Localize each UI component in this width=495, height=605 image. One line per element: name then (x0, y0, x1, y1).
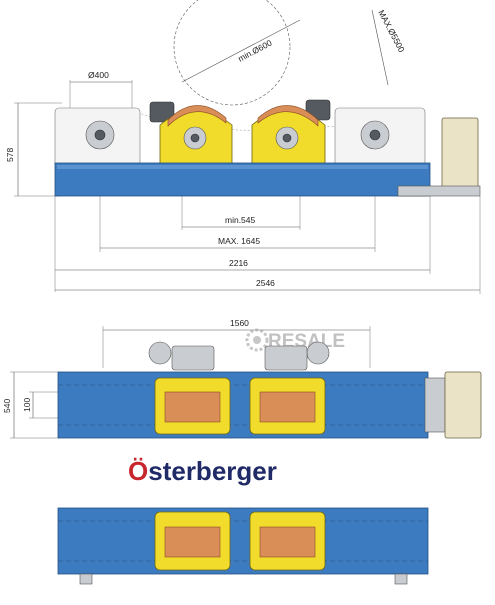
cabinet-base-side (397, 185, 481, 197)
control-cabinet-side (441, 117, 479, 189)
height-label: 578 (5, 148, 15, 162)
drive-axle-right (282, 133, 292, 143)
cabinet-mount-top (424, 377, 446, 433)
motor-top-left (148, 341, 172, 365)
idler-axle-left (94, 129, 106, 141)
workpiece-min-circle (173, 0, 291, 106)
frame-length-label: 2216 (229, 258, 248, 268)
top-spacing-label: 1560 (230, 318, 249, 328)
max-spacing-label: MAX. 1645 (218, 236, 260, 246)
width-label: 540 (2, 399, 12, 413)
motor-top-right (306, 341, 330, 365)
logo-rest: sterberger (148, 456, 277, 486)
motor-left (149, 101, 175, 123)
base-beam-top (57, 371, 429, 439)
drive-roller-top-left (164, 391, 221, 423)
logo-text: Österberger (128, 456, 277, 486)
side-view: min.Ø600 MAX.Ø5500 Ø400 578 (5, 0, 481, 294)
top-view-upper: 1560 RESALE 540 100 (2, 318, 482, 439)
control-cabinet-top (444, 371, 482, 439)
foot-lower-2 (394, 573, 408, 585)
gear-center (253, 336, 261, 344)
foot-lower-1 (79, 573, 93, 585)
base-beam-top-lower (57, 507, 429, 575)
roller-width-label: 100 (22, 398, 32, 412)
base-beam-side-highlight (57, 165, 428, 169)
max-diameter-label: MAX.Ø5500 (376, 8, 407, 54)
top-view-lower (57, 507, 429, 585)
drive-roller-right-pad (257, 105, 319, 127)
drive-roller-top-right (259, 391, 316, 423)
drive-roller-lower-left (164, 526, 221, 558)
drive-roller-lower-right (259, 526, 316, 558)
min-diameter-leader (181, 19, 301, 83)
gearbox-top-left (171, 345, 215, 371)
gear-icon (245, 328, 269, 352)
drive-axle-left (190, 133, 200, 143)
max-diameter-leader (371, 9, 389, 86)
min-spacing-label: min.545 (225, 215, 256, 225)
roller-diameter-label: Ø400 (88, 70, 109, 80)
gearbox-top-right (264, 345, 308, 371)
idler-axle-right (369, 129, 381, 141)
drive-roller-left-pad (167, 105, 227, 127)
brand-logo: Österberger (128, 456, 277, 486)
logo-initial: Ö (128, 456, 148, 486)
total-length-label: 2546 (256, 278, 275, 288)
